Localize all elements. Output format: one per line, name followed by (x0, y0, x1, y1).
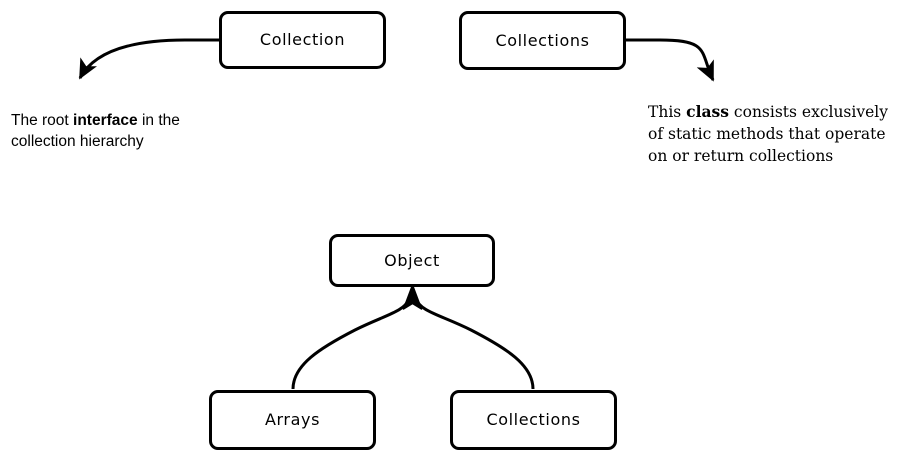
node-collections-top-label: Collections (495, 30, 590, 50)
node-arrays[interactable]: Arrays (209, 390, 376, 450)
node-collection-label: Collection (259, 30, 346, 49)
annotation-right-line3: on or return collections (648, 147, 834, 165)
node-collections-bottom[interactable]: Collections (450, 390, 617, 450)
node-arrays-label: Arrays (264, 410, 321, 429)
annotation-right-emphasis: class (686, 102, 729, 121)
node-collections-top[interactable]: Collections (459, 11, 626, 70)
node-object-label: Object (384, 250, 440, 270)
annotation-right-line1-suffix: consists exclusively (729, 103, 888, 121)
annotation-right-line1-prefix: This (648, 103, 687, 121)
node-object[interactable]: Object (329, 234, 495, 287)
node-collection[interactable]: Collection (219, 11, 386, 69)
arrowhead-into-object (402, 284, 423, 310)
connector-collections-to-right-note (626, 38, 715, 82)
annotation-right-line2: of static methods that operate (648, 125, 886, 143)
annotation-left-line1-suffix: in the (137, 112, 180, 129)
annotation-collection-interface: The root interface in the collection hie… (11, 110, 271, 152)
annotation-left-line1-prefix: The root (11, 112, 74, 129)
connector-collection-to-left-note (78, 38, 219, 80)
annotation-collections-class: This class consists exclusively of stati… (648, 101, 904, 167)
connector-arrays-to-object (291, 298, 411, 390)
node-collections-bottom-label: Collections (486, 410, 581, 429)
annotation-left-emphasis: interface (73, 112, 138, 129)
annotation-left-line2: collection hierarchy (11, 133, 144, 150)
connector-collections-to-object (414, 298, 535, 390)
